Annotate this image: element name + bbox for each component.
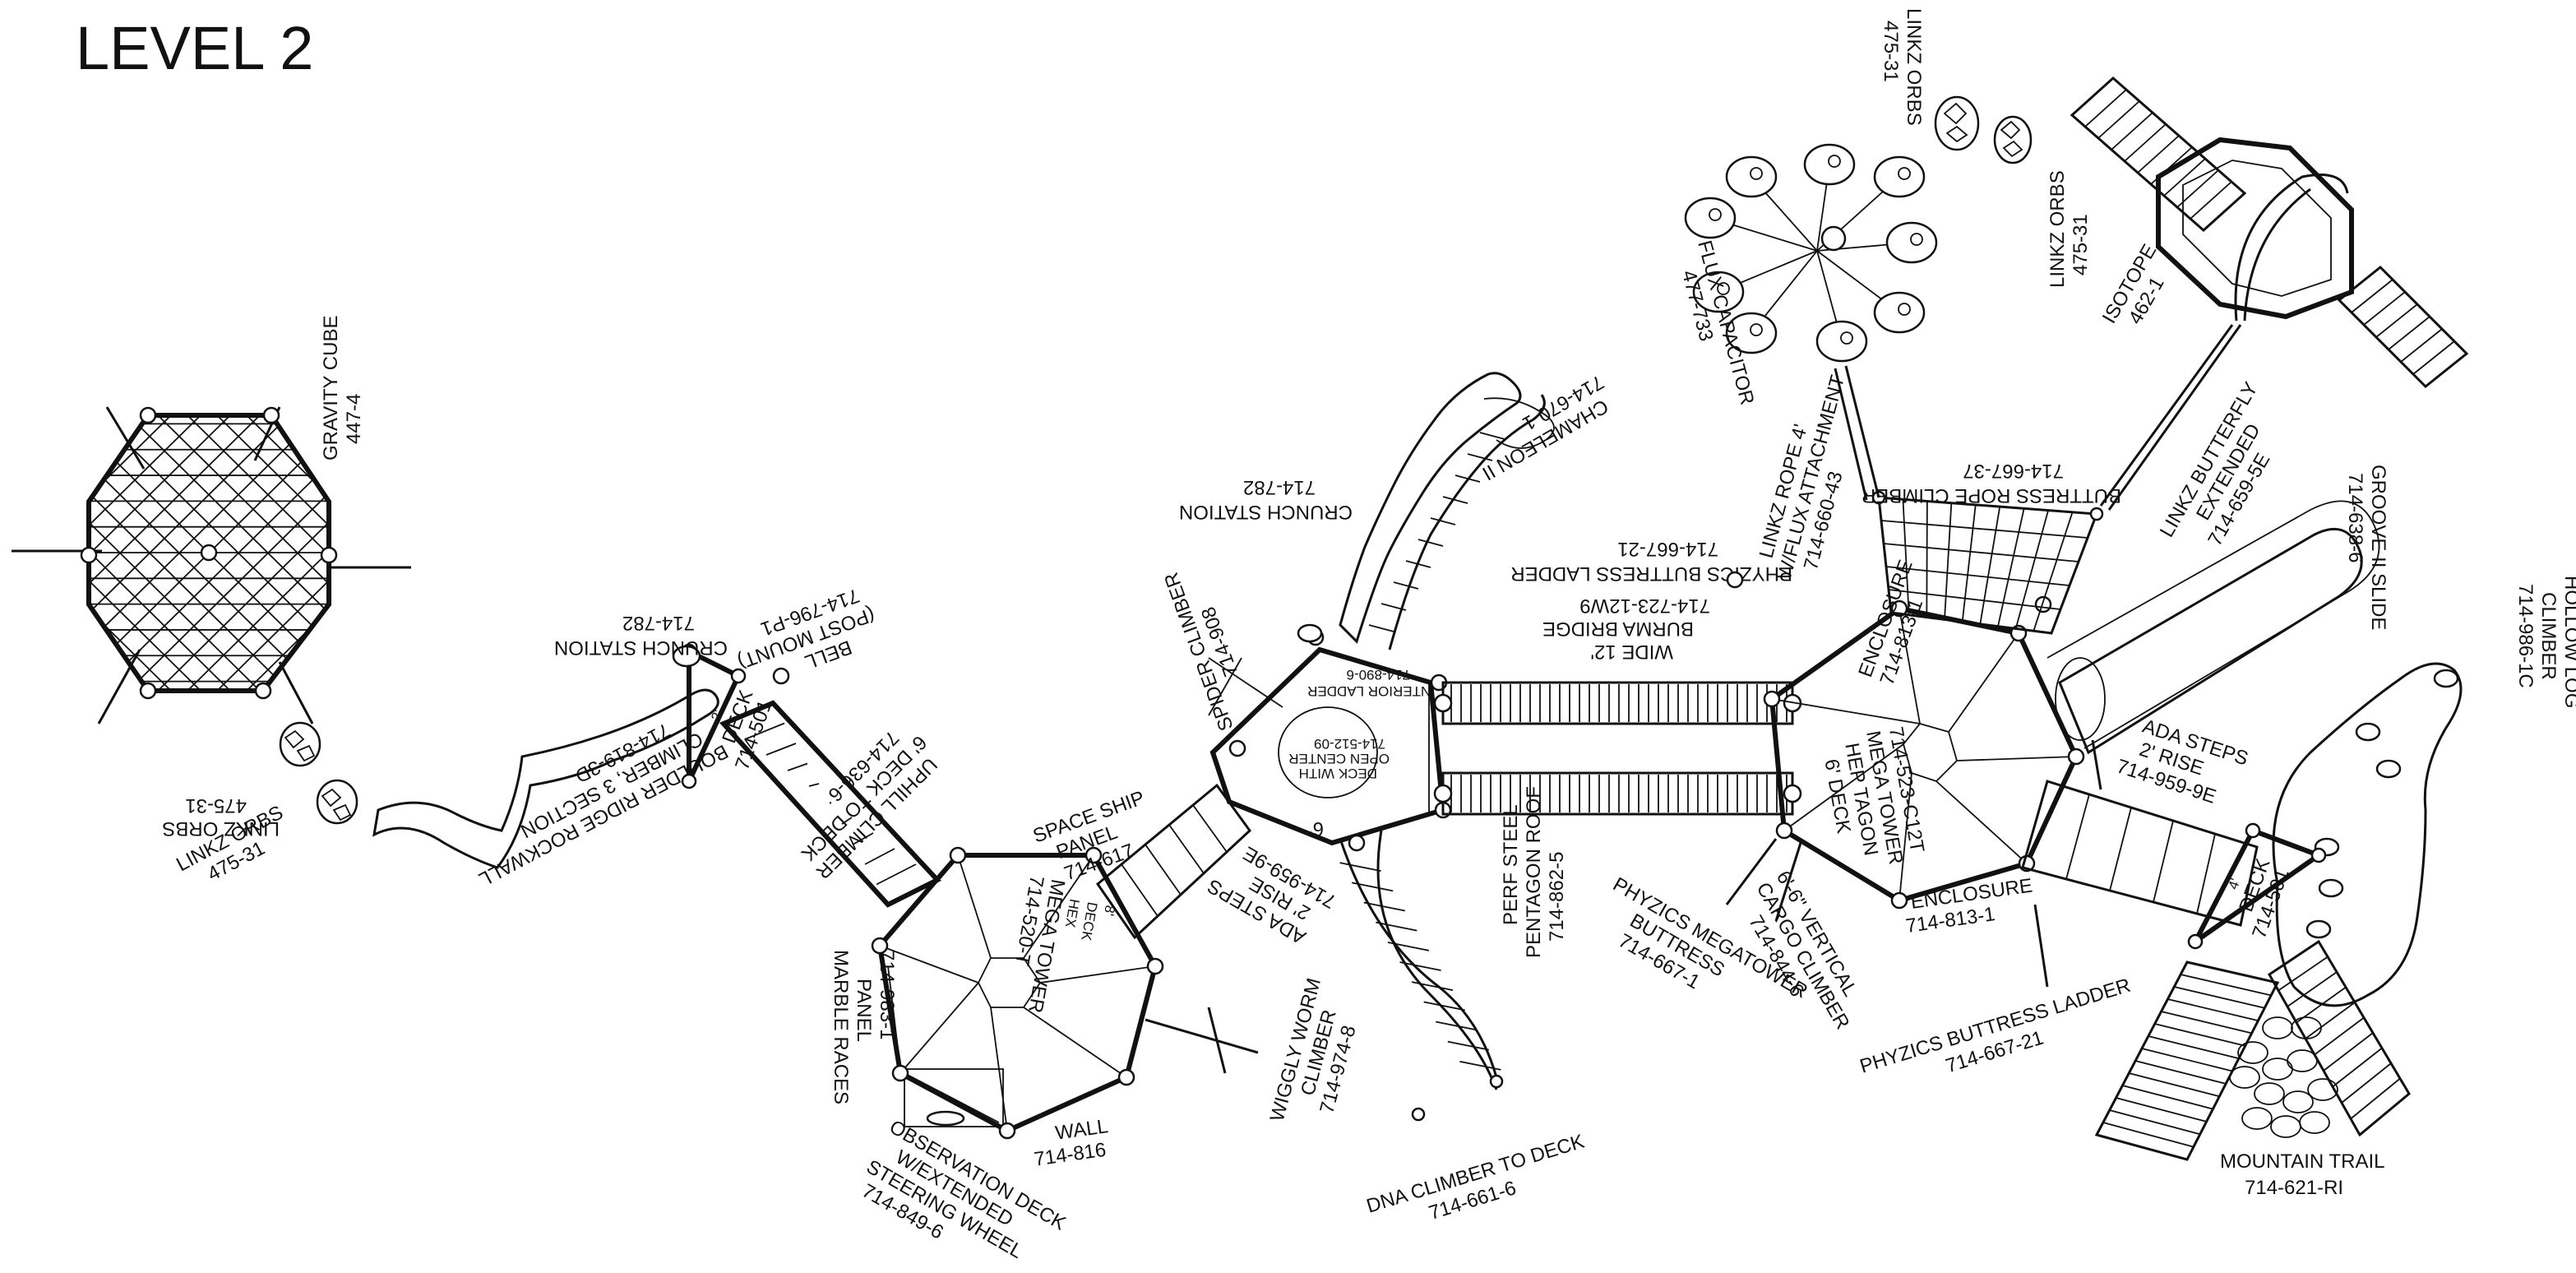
crunch-station-code: 714-782: [622, 612, 695, 634]
deck-open-center-code: 714-512-09: [1314, 736, 1385, 752]
phyzics-buttress-ladder-top-label: PHYZICS BUTTRESS LADDER: [1510, 562, 1792, 585]
mountain-trail-label: MOUNTAIN TRAIL: [2220, 1150, 2384, 1173]
perf-steel-roof-line2: PENTAGON ROOF: [1523, 786, 1545, 958]
flux-capacitor: [1684, 143, 1938, 501]
deck-4-label: 4': [2225, 877, 2243, 891]
linkz-orbs-left: [279, 721, 358, 825]
marble-races-code: 714-983-1: [876, 950, 898, 1039]
hollow-log-climber: [2272, 662, 2463, 1007]
linkz-butterfly-extended: [2070, 76, 2469, 511]
hollow-log-climber-word: CLIMBER: [2537, 592, 2560, 680]
groove-slide-label: GROOVE II SLIDE: [2367, 465, 2389, 630]
interior-ladder-code: 714-890-6: [1346, 667, 1410, 683]
hex-mega-tower-left: [871, 846, 1259, 1140]
boulder-ridge-rockwall: [372, 688, 719, 869]
buttress-rope-climber: [1871, 490, 2104, 635]
perf-steel-roof-code: 714-862-5: [1546, 852, 1568, 942]
marble-races-panel: PANEL: [853, 979, 875, 1042]
deck-open-center-label: DECK WITH: [1299, 766, 1377, 781]
linkz-orbs-right-code: 475-31: [2070, 214, 2092, 275]
phyzics-buttress-ladder-top-code: 714-667-21: [1617, 538, 1718, 560]
mountain-trail: [2094, 939, 2411, 1161]
deck-6-label: 6': [1309, 817, 1324, 840]
hollow-log-code: 714-986-1C: [2514, 584, 2537, 688]
rope-climber-label: BUTTRESS ROPE CLIMBER: [1861, 484, 2121, 507]
ada-steps-left: [1095, 783, 1251, 940]
linkz-orbs-top-label: LINKZ ORBS: [1903, 8, 1925, 126]
crunch-station-left: [672, 645, 701, 668]
gravity-cube-code: 447-4: [343, 394, 365, 444]
rope-climber-code: 714-667-37: [1963, 460, 2064, 482]
linkz-orbs-label: LINKZ ORBS: [162, 817, 280, 840]
mountain-trail-code: 714-621-RI: [2245, 1177, 2343, 1199]
crunch-station-b-code: 714-782: [1243, 476, 1316, 498]
linkz-orbs-right-label: LINKZ ORBS: [2046, 170, 2069, 288]
gravity-cube-structure: [12, 406, 411, 724]
burma-bridge-code: 714-723-12W9: [1579, 595, 1710, 617]
linkz-orbs-top-code: 475-31: [1880, 21, 1902, 82]
dna-climber: [1339, 830, 1504, 1122]
burma-bridge-width: WIDE 12': [1590, 641, 1673, 663]
marble-races-label: MARBLE RACES: [830, 950, 852, 1104]
wall-code: 714-816: [1033, 1139, 1108, 1171]
crunch-station-b-label: CRUNCH STATION: [1179, 501, 1353, 523]
deck-4ft: [2187, 822, 2327, 950]
deck-open-center-line2: OPEN CENTER: [1288, 751, 1390, 766]
hollow-log-label: HOLLOW LOG: [2560, 576, 2576, 708]
gravity-cube-label: GRAVITY CUBE: [320, 316, 342, 461]
interior-ladder-label: INTERIOR LADDER: [1307, 683, 1435, 699]
ada-steps-right: [2021, 780, 2259, 927]
linkz-orbs-top: [1934, 95, 2033, 164]
groove-slide-code: 714-638-6: [2344, 473, 2366, 562]
crunch-station-label: CRUNCH STATION: [554, 636, 728, 659]
linkz-orbs-code: 475-31: [185, 794, 247, 817]
chameleon-slide: [1339, 372, 1555, 650]
burma-bridge: [1428, 681, 1802, 816]
burma-bridge-label: BURMA BRIDGE: [1542, 618, 1694, 640]
groove-slide: [2046, 500, 2380, 755]
deck-2-label: 2': [708, 708, 726, 723]
page-title: LEVEL 2: [76, 14, 313, 82]
perf-steel-roof-label: PERF STEEL: [1500, 804, 1522, 925]
